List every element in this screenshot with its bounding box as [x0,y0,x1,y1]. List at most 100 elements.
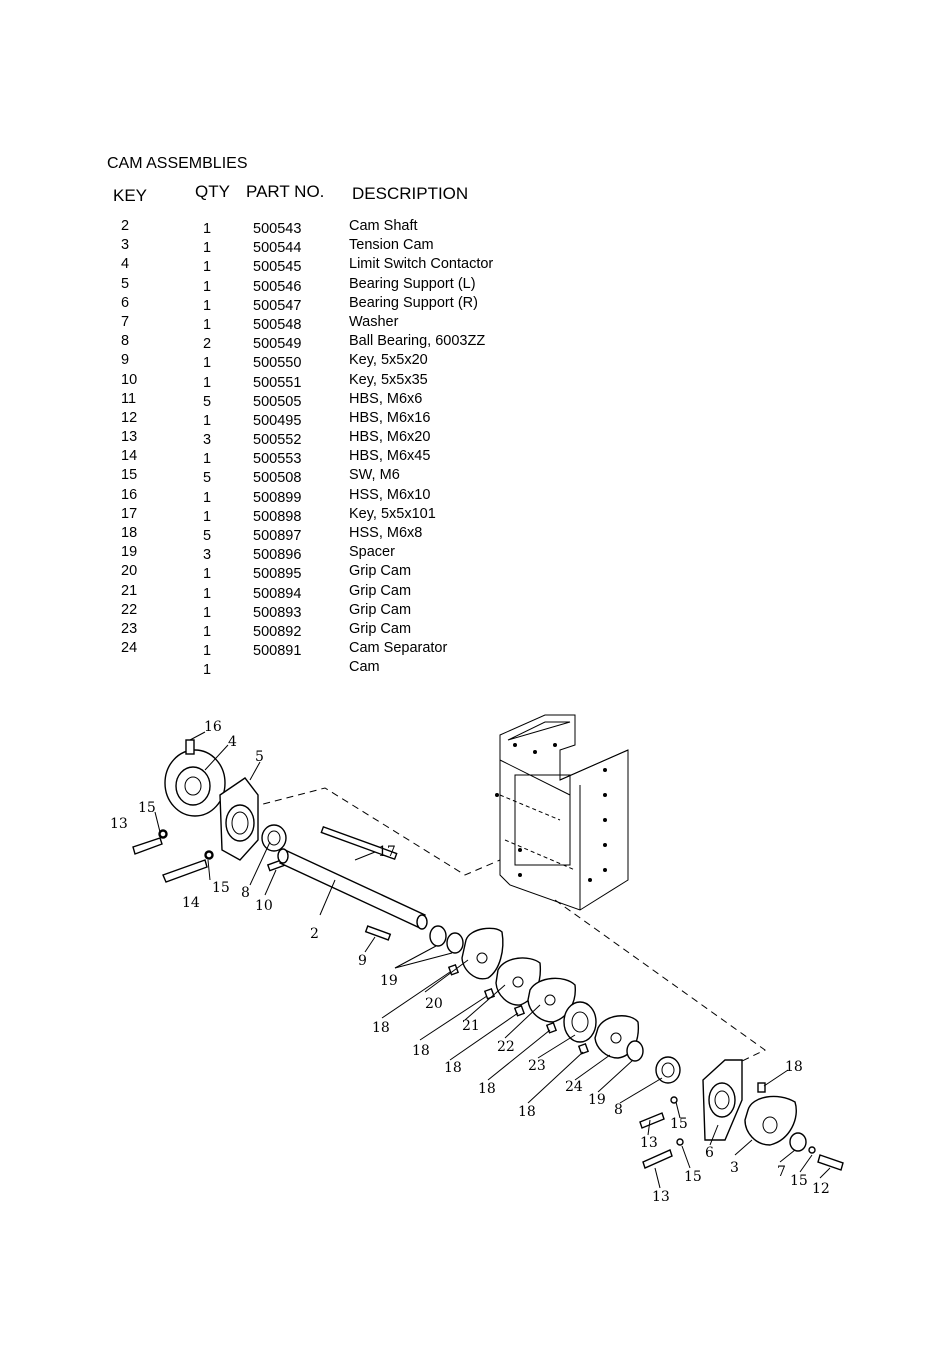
description-cell: Key, 5x5x101 [349,505,436,522]
description-cell: HSS, M6x10 [349,486,431,503]
key-cell: 18 [121,525,138,541]
callout-15: 15 [790,1173,808,1189]
key-cell: 17 [121,505,138,522]
grip-cam-23 [563,1001,597,1043]
key-cell: 3 [121,237,130,254]
leader-lines [154,731,831,1189]
callout-19: 19 [380,973,398,989]
description-cell: HBS, M6x6 [349,390,423,407]
qty-cell: 5 [203,393,212,410]
description-cell: Cam [349,659,380,676]
qty-cell: 1 [203,278,212,295]
callout-22: 22 [497,1039,515,1055]
qty-cell: 1 [203,374,212,391]
callout-16: 16 [204,719,222,735]
callout-20: 20 [425,996,443,1012]
qty-cell: 5 [203,528,212,544]
column-header-part-no: PART NO. [246,182,325,201]
qty-cell: 1 [203,585,212,602]
part-no-cell: 500547 [253,297,302,314]
bolt-13-right-a [639,1112,665,1129]
part-no-cell: 500548 [253,316,302,333]
callout-12: 12 [812,1181,830,1197]
part-no-cell: 500893 [253,604,302,621]
part-no-cell: 500898 [253,508,302,525]
exploded-parts-diagram: 16 4 5 15 13 17 15 14 8 10 2 9 19 20 18 … [110,714,844,1205]
table-row: 17 1 500898 Key, 5x5x101 [0,506,950,525]
callout-18: 18 [518,1104,536,1120]
tension-cam [744,1095,797,1146]
key-cell: 14 [121,448,138,465]
callout-9: 9 [358,953,367,969]
qty-cell: 2 [203,336,212,353]
description-cell: Grip Cam [349,582,412,599]
key-cell: 15 [121,467,138,484]
bearing-support-right [702,1059,743,1141]
part-no-cell: 500549 [253,336,302,353]
callout-8: 8 [241,885,250,901]
qty-cell: 1 [203,355,212,372]
callout-2: 2 [310,926,319,942]
spring-washers-15 [159,830,816,1154]
column-header-qty: QTY [195,182,230,201]
callout-19: 19 [588,1092,606,1108]
callout-15: 15 [138,800,156,816]
qty-cell: 5 [203,470,212,487]
key-cell: 7 [121,313,130,330]
description-cell: Ball Bearing, 6003ZZ [349,333,486,350]
key-cell: 12 [121,409,138,426]
ball-bearing-8-right [655,1056,681,1084]
part-no-cell: 500551 [253,374,302,391]
qty-cell: 1 [203,259,212,276]
key-cell: 5 [121,275,130,292]
callout-13: 13 [110,816,128,832]
part-no-cell: 500891 [253,643,302,660]
qty-cell: 1 [203,412,212,429]
callout-24: 24 [565,1079,583,1095]
part-no-cell: 500895 [253,566,302,583]
qty-cell: 3 [203,432,212,449]
set-screw-16 [185,739,195,755]
callout-labels: 16 4 5 15 13 17 15 14 8 10 2 9 19 20 18 … [110,719,830,1205]
part-no-cell: 500899 [253,489,302,506]
spacer-19-b [446,932,464,954]
description-cell: HBS, M6x45 [349,448,431,465]
ball-bearing-8-left [261,824,287,852]
part-no-cell: 500508 [253,470,302,487]
qty-cell: 1 [203,508,212,525]
description-cell: Grip Cam [349,601,412,618]
qty-cell: 1 [203,451,212,468]
key-cell: 16 [121,486,138,503]
callout-5: 5 [255,749,264,765]
callout-13: 13 [652,1189,670,1205]
qty-cell: 1 [203,643,212,660]
key-9 [364,925,392,941]
part-no-cell: 500896 [253,547,302,564]
callout-3: 3 [730,1160,739,1176]
qty-cell: 1 [203,662,212,679]
spacer-19-a [429,925,447,947]
callout-14: 14 [182,895,200,911]
qty-cell: 1 [203,221,212,237]
description-cell: Cam Shaft [349,218,418,234]
callout-17: 17 [378,844,396,860]
housing-frame [495,714,629,911]
washer-7 [789,1132,807,1152]
callout-6: 6 [705,1145,714,1161]
part-no-cell: 500545 [253,259,302,276]
callout-10: 10 [255,898,273,914]
key-cell: 6 [121,294,130,311]
callout-18-top-right: 18 [785,1059,803,1075]
description-cell: SW, M6 [349,467,400,484]
